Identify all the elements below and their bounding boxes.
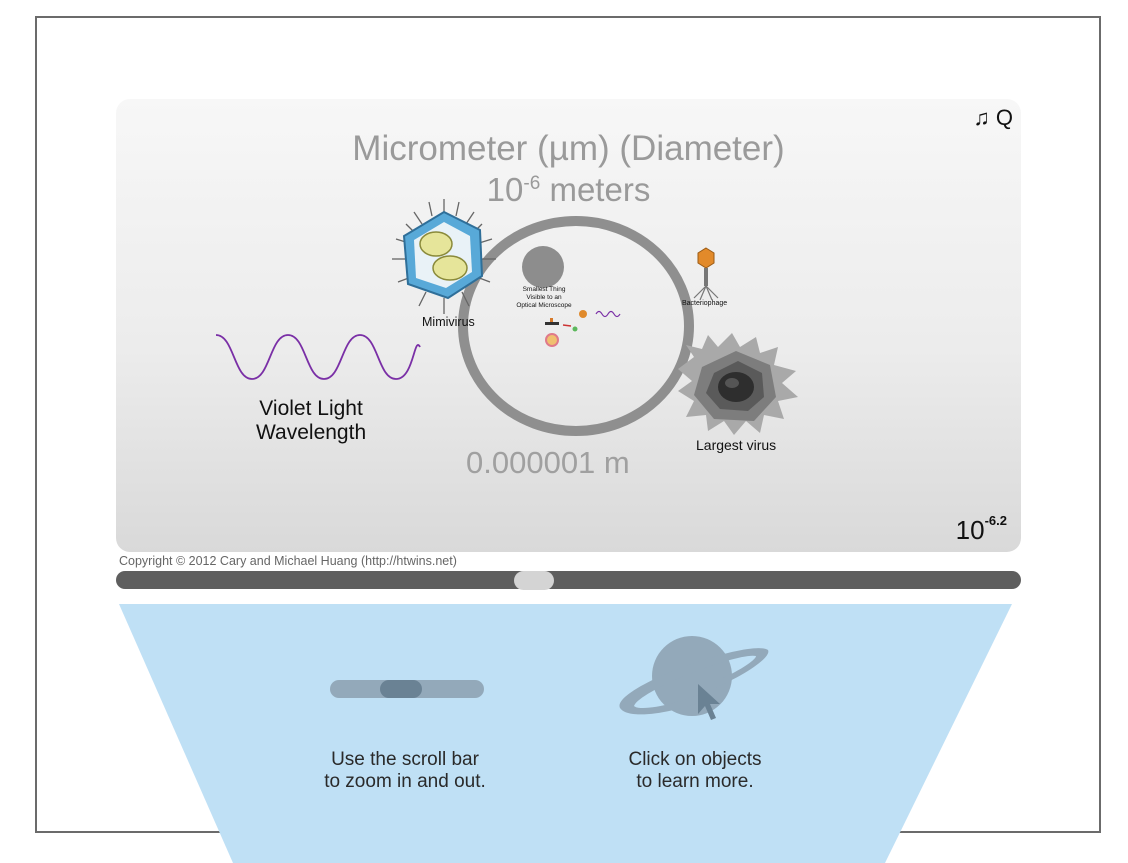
- violet-light-label: Violet Light Wavelength: [256, 397, 367, 444]
- planet-hint-icon: [619, 636, 769, 720]
- micrometer-circle[interactable]: [456, 214, 696, 444]
- mimivirus-label: Mimivirus: [422, 315, 475, 329]
- scale-title: Micrometer (µm) (Diameter): [352, 129, 785, 168]
- zoom-scrollbar[interactable]: [116, 571, 1021, 590]
- violet-wave-image[interactable]: [214, 327, 424, 387]
- bacteriophage-label: Bacteriophage: [682, 300, 728, 307]
- click-hint-text: Click on objects to learn more.: [628, 749, 762, 792]
- mimivirus-image[interactable]: [384, 194, 504, 319]
- largest-virus-image[interactable]: [674, 327, 802, 439]
- top-controls: ♫ Q: [973, 105, 1013, 131]
- scrollbar-hint-text: Use the scroll bar to zoom in and out.: [324, 749, 486, 792]
- largest-virus-label: Largest virus: [696, 437, 777, 453]
- scale-power: 10-6 meters: [486, 171, 651, 208]
- zoom-stage[interactable]: Micrometer (µm) (Diameter) 10-6 meters ♫…: [116, 99, 1021, 552]
- measure-readout: 0.000001 m: [466, 445, 630, 480]
- bacteriophage-image[interactable]: [688, 246, 724, 302]
- smallest-visible-label: Smallest Thing Visible to an Optical Mic…: [516, 286, 572, 309]
- quality-icon[interactable]: Q: [995, 105, 1013, 130]
- music-icon[interactable]: ♫: [973, 105, 990, 130]
- tiny-objects-cluster[interactable]: [541, 304, 641, 354]
- zoom-scrollbar-thumb[interactable]: [514, 571, 554, 590]
- copyright-text: Copyright © 2012 Cary and Michael Huang …: [119, 554, 457, 568]
- smallest-visible-dot[interactable]: [520, 244, 566, 290]
- current-exponent: 10-6.2: [955, 513, 1007, 545]
- scrollbar-hint-icon: [330, 680, 484, 698]
